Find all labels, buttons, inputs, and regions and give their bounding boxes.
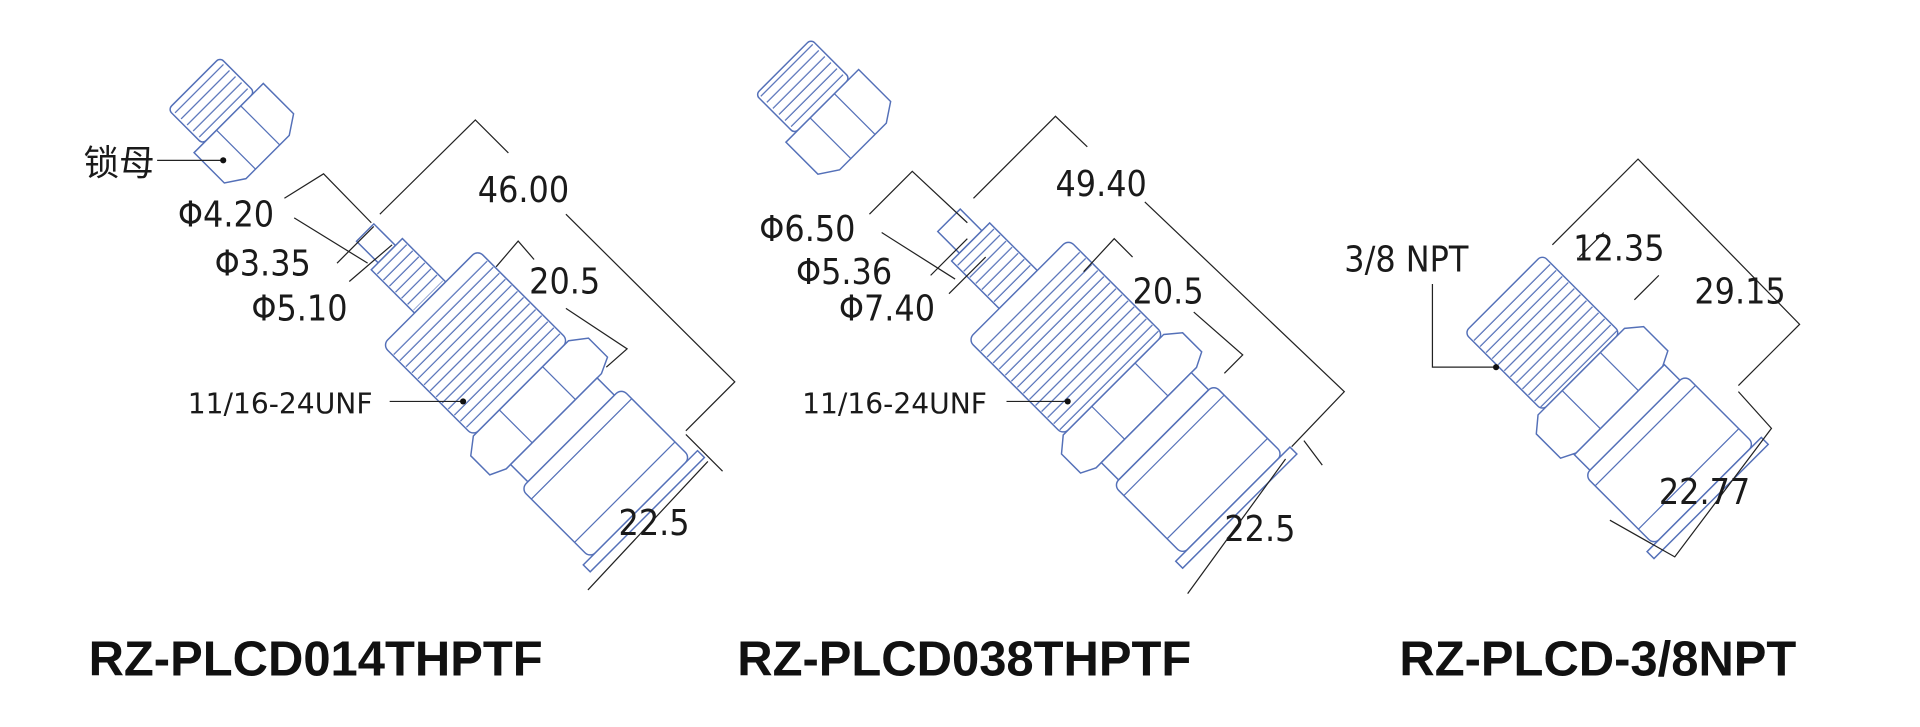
thread-label: 11/16-24UNF <box>802 388 987 421</box>
coupling-width-label: 22.5 <box>1224 509 1295 550</box>
model-title: RZ-PLCD014THPTF <box>89 633 543 687</box>
diameter-label: Φ5.36 <box>796 252 892 293</box>
overall-length-label: 29.15 <box>1694 272 1785 313</box>
coupling-width-label: 22.5 <box>619 503 690 544</box>
overall-length-label: 49.40 <box>1055 164 1146 205</box>
diameter-label: Φ5.10 <box>251 289 347 330</box>
body-length-label: 20.5 <box>529 262 600 303</box>
model-title: RZ-PLCD-3/8NPT <box>1399 633 1796 687</box>
connector-body-part <box>1466 256 1770 560</box>
lock-nut-part <box>169 58 295 184</box>
connector-2-drawing <box>756 40 1346 594</box>
connector-1-drawing <box>157 58 736 591</box>
connector-3-drawing <box>1431 158 1801 560</box>
thread-label: 11/16-24UNF <box>188 388 373 421</box>
lock-nut-label: 锁母 <box>84 143 155 184</box>
diameter-label: Φ4.20 <box>178 194 274 235</box>
diameter-label: Φ7.40 <box>839 289 935 330</box>
diameter-label: Φ6.50 <box>759 209 855 250</box>
connector-body-part <box>936 208 1298 570</box>
coupling-width-label: 22.77 <box>1659 472 1750 513</box>
diameter-label: Φ3.35 <box>215 243 311 284</box>
lock-nut-part <box>756 40 892 175</box>
model-title: RZ-PLCD038THPTF <box>737 633 1191 687</box>
thread-length-label: 12.35 <box>1573 229 1664 270</box>
thread-label: 3/8 NPT <box>1344 240 1469 281</box>
connector-body-part <box>355 222 706 573</box>
body-length-label: 20.5 <box>1133 272 1204 313</box>
overall-length-label: 46.00 <box>478 170 569 211</box>
